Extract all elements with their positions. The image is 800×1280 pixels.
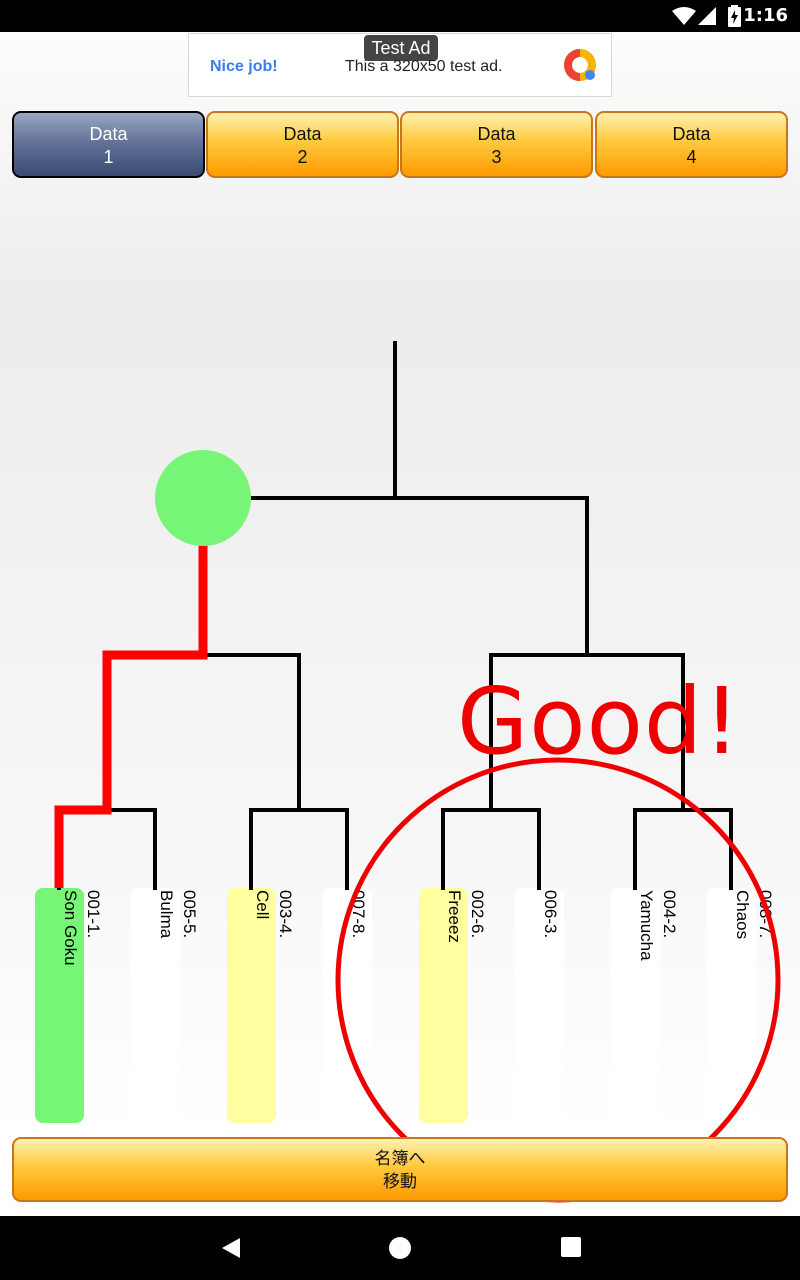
entry-number: 004-2. (660, 890, 679, 939)
tab-data-1[interactable]: Data 1 (12, 111, 205, 178)
bracket-entry-7[interactable]: 004-2.Yamucha (611, 888, 679, 1123)
bracket-line-match-2 (249, 808, 349, 890)
bracket-entry-2[interactable]: 005-5.Bulma (131, 888, 199, 1123)
back-icon[interactable] (220, 1236, 242, 1260)
bracket-entry-8[interactable]: 008-7.Chaos (707, 888, 775, 1123)
bracket-line-match-4 (633, 808, 733, 890)
tab-data-4[interactable]: Data 4 (595, 111, 788, 178)
bracket-entry-5[interactable]: 002-6.Freeez (419, 888, 487, 1123)
entry-name: Chaos (733, 890, 752, 940)
go-to-roster-button[interactable]: 名簿へ 移動 (12, 1137, 788, 1202)
ad-headline[interactable]: Nice job! (210, 58, 278, 75)
clock: 1:16 (743, 5, 788, 26)
result-circle (335, 757, 781, 1203)
entry-name: Yamucha (637, 890, 656, 961)
home-icon[interactable] (388, 1236, 412, 1260)
entry-number: 003-4. (276, 890, 295, 939)
entry-name: Bulma (157, 890, 176, 939)
entry-number: 005-5. (180, 890, 199, 939)
signal-icon (698, 7, 716, 25)
ad-logo-icon (564, 49, 596, 81)
bracket-line-final (201, 496, 589, 657)
wifi-icon (672, 7, 696, 25)
bracket-entry-6[interactable]: 006-3. (515, 888, 564, 1123)
entry-name: Son Goku (61, 890, 80, 966)
tab-data-2[interactable]: Data 2 (206, 111, 399, 178)
winner-path (54, 540, 208, 888)
winner-marker (155, 450, 251, 546)
entry-number: 001-1. (84, 890, 103, 939)
entry-name: Cell (253, 890, 272, 920)
battery-icon (728, 5, 741, 27)
tab-data-3[interactable]: Data 3 (400, 111, 593, 178)
result-text: Good! (457, 668, 742, 775)
status-bar: 1:16 (0, 0, 800, 32)
entry-name: Freeez (445, 890, 464, 943)
ad-tag: Test Ad (364, 35, 438, 61)
ad-message: This a 320x50 test ad. (345, 58, 503, 75)
entry-number: 006-3. (541, 890, 560, 939)
ad-banner[interactable]: Test Ad Nice job! This a 320x50 test ad. (188, 33, 612, 97)
bracket-entry-1[interactable]: 001-1.Son Goku (35, 888, 103, 1123)
bracket-entry-3[interactable]: 003-4.Cell (227, 888, 295, 1123)
tournament-bracket (54, 341, 781, 1203)
entry-number: 002-6. (468, 890, 487, 939)
navigation-bar (0, 1216, 800, 1280)
recents-icon[interactable] (560, 1236, 582, 1258)
bracket-line-match-3 (441, 808, 541, 890)
bracket-line-semi-1 (105, 653, 301, 812)
bracket-line-match-1 (57, 808, 157, 890)
